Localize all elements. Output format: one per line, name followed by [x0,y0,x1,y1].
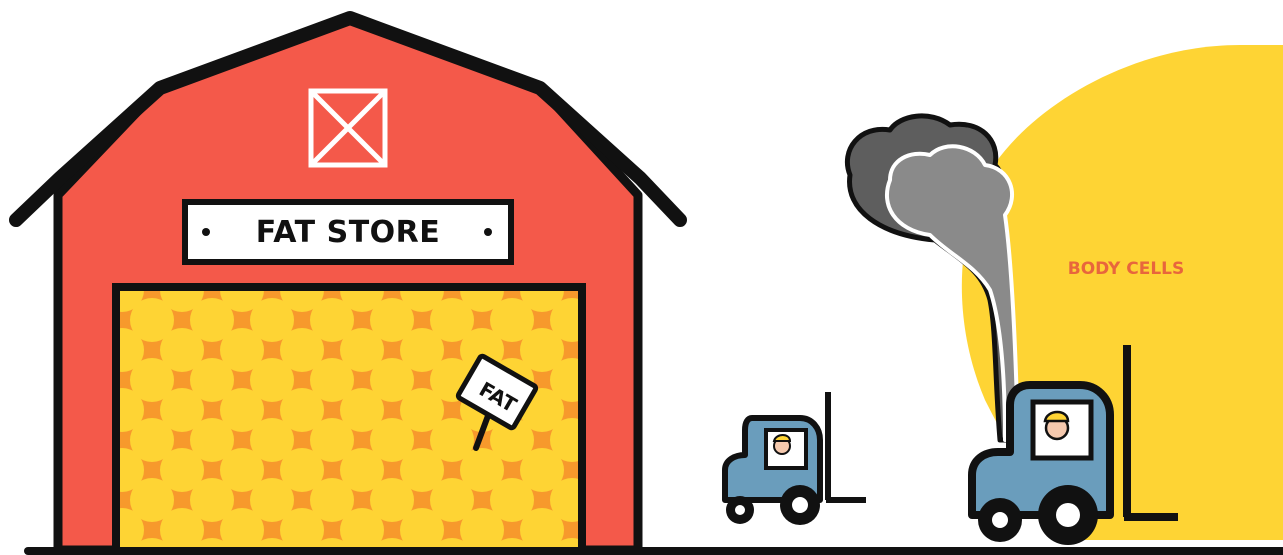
body-cells-label: BODY CELLS [1046,259,1206,279]
barn [16,18,680,555]
fat-store-sign-label: FAT STORE [188,204,508,260]
small-forklift [725,392,866,525]
